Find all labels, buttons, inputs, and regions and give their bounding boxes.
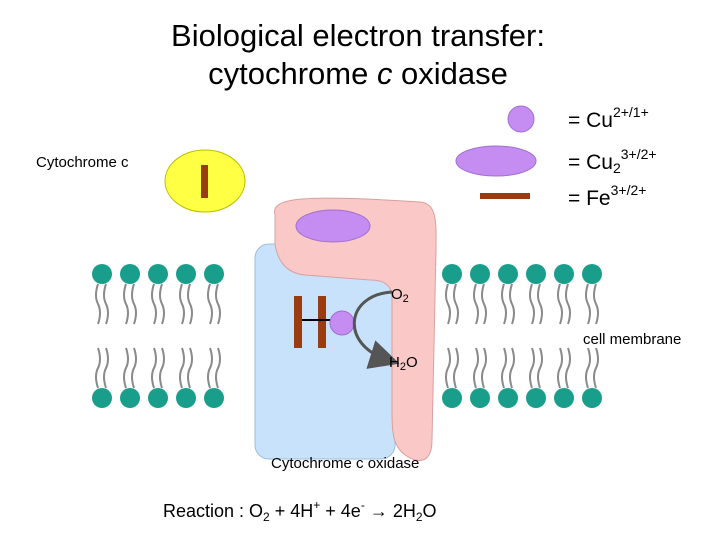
lipid-molecule-icon — [582, 347, 602, 408]
lipid-molecule-icon — [120, 264, 140, 325]
copper-site-icon — [329, 310, 355, 336]
lipid-bilayer — [92, 264, 602, 408]
lipid-molecule-icon — [120, 347, 140, 408]
h2o-label: H2O — [389, 354, 418, 373]
lipid-molecule-icon — [442, 264, 462, 325]
dicopper-site-icon — [455, 145, 537, 177]
legend-fe: = Fe3+/2+ — [568, 182, 647, 210]
lipid-molecule-icon — [470, 264, 490, 325]
lipid-molecule-icon — [204, 264, 224, 325]
dicopper-site-icon — [295, 209, 371, 243]
curved-arrow-icon — [352, 290, 400, 369]
lipid-molecule-icon — [92, 347, 112, 408]
legend-cu: = Cu2+/1+ — [568, 104, 649, 132]
lipid-molecule-icon — [470, 347, 490, 408]
oxidase-pink-subunit — [273, 197, 437, 461]
cytochrome-c-label: Cytochrome c — [36, 154, 129, 171]
oxidase-label: Cytochrome c oxidase — [271, 455, 420, 472]
lipid-molecule-icon — [554, 347, 574, 408]
lipid-molecule-icon — [554, 264, 574, 325]
title-line-1: Biological electron transfer: — [171, 18, 545, 53]
legend-cu2: = Cu23+/2+ — [568, 146, 657, 176]
lipid-molecule-icon — [176, 264, 196, 325]
cell-membrane-label: cell membrane — [583, 331, 682, 348]
lipid-molecule-icon — [582, 264, 602, 325]
lipid-molecule-icon — [442, 347, 462, 408]
lipid-molecule-icon — [526, 264, 546, 325]
heme-iron-icon — [480, 193, 530, 199]
lipid-molecule-icon — [204, 347, 224, 408]
lipid-molecule-icon — [92, 264, 112, 325]
reaction-equation: Reaction : O2 + 4H+ + 4e- → 2H2O — [163, 498, 437, 524]
lipid-molecule-icon — [176, 347, 196, 408]
title-line-2: cytochrome c oxidase — [208, 56, 508, 91]
o2-label: O2 — [391, 286, 409, 305]
lipid-molecule-icon — [498, 264, 518, 325]
lipid-molecule-icon — [498, 347, 518, 408]
heme-iron-icon — [201, 165, 208, 198]
lipid-molecule-icon — [148, 347, 168, 408]
copper-site-icon — [507, 105, 535, 133]
lipid-molecule-icon — [148, 264, 168, 325]
lipid-molecule-icon — [526, 347, 546, 408]
